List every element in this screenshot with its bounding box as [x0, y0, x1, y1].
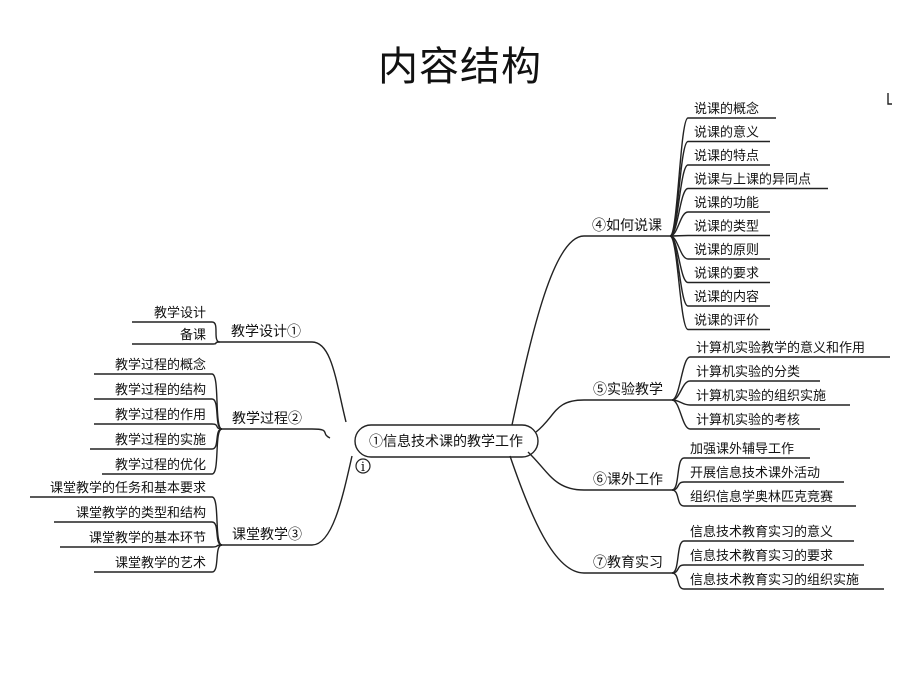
process-item-label: 教学过程的结构 [115, 382, 206, 398]
branch-design-connector [311, 341, 347, 423]
design-item-connector [211, 341, 221, 345]
shuoke-item-label: 说课的概念 [694, 101, 759, 117]
process-item-label: 教学过程的概念 [115, 357, 206, 373]
shuoke-item-label: 说课的内容 [694, 289, 759, 305]
internship-item-label: 信息技术教育实习的要求 [690, 548, 833, 564]
process-item-label: 教学过程的实施 [115, 432, 206, 448]
shuoke-item-label: 说课的功能 [694, 195, 759, 211]
extracurricular-item-label: 加强课外辅导工作 [690, 442, 794, 457]
branch-classroom-label: 课堂教学③ [232, 527, 302, 543]
branch-experiment-label: ⑤实验教学 [593, 382, 663, 398]
info-icon: i [355, 458, 371, 475]
experiment-item-connector [671, 356, 691, 401]
design-item-connector [211, 321, 221, 343]
branch-shuoke-connector [511, 235, 585, 426]
shuoke-item-connector [669, 117, 689, 237]
experiment-item-label: 计算机实验的组织实施 [696, 388, 826, 404]
process-item-connector [211, 423, 223, 430]
classroom-item-label: 课堂教学的基本环节 [89, 530, 206, 546]
experiment-item-label: 计算机实验教学的意义和作用 [696, 340, 865, 356]
shuoke-item-label: 说课与上课的异同点 [694, 172, 811, 188]
branch-classroom-connector [311, 455, 353, 546]
extracurricular-item-connector [671, 489, 685, 507]
design-item-label: 备课 [180, 327, 206, 343]
experiment-item-label: 计算机实验的分类 [696, 364, 800, 380]
branch-internship-label: ⑦教育实习 [593, 555, 663, 571]
corner-mark [887, 93, 892, 105]
shuoke-item-label: 说课的要求 [694, 266, 759, 282]
center-node: ①信息技术课的教学工作 [354, 424, 539, 458]
extracurricular-item-label: 组织信息学奥林匹克竞赛 [690, 489, 833, 505]
internship-item-connector [671, 572, 685, 590]
classroom-item-connector [211, 544, 223, 573]
shuoke-item-label: 说课的原则 [694, 242, 759, 258]
branch-design-label: 教学设计① [231, 324, 301, 340]
classroom-item-label: 课堂教学的任务和基本要求 [50, 480, 206, 496]
internship-item-label: 信息技术教育实习的意义 [690, 524, 833, 540]
design-item-label: 教学设计 [154, 305, 206, 321]
branch-internship-connector [509, 455, 585, 574]
process-item-label: 教学过程的作用 [115, 407, 206, 423]
process-item-connector [211, 398, 223, 430]
internship-item-label: 信息技术教育实习的组织实施 [690, 572, 859, 588]
shuoke-item-label: 说课的评价 [694, 313, 759, 329]
center-node-label: ①信息技术课的教学工作 [369, 433, 523, 450]
extracurricular-item-label: 开展信息技术课外活动 [690, 465, 820, 481]
branch-experiment-connector [535, 399, 585, 433]
branch-process-connector [311, 428, 331, 439]
classroom-item-label: 课堂教学的艺术 [115, 555, 206, 571]
process-item-label: 教学过程的优化 [115, 457, 206, 473]
branch-shuoke-label: ④如何说课 [592, 218, 662, 234]
shuoke-item-label: 说课的类型 [694, 219, 759, 235]
shuoke-item-label: 说课的意义 [694, 125, 759, 141]
experiment-item-label: 计算机实验的考核 [696, 412, 800, 428]
shuoke-item-connector [669, 235, 689, 331]
shuoke-item-connector [669, 140, 689, 237]
branch-extracurricular-connector [527, 451, 585, 491]
classroom-item-connector [211, 521, 223, 546]
classroom-item-label: 课堂教学的类型和结构 [76, 505, 206, 521]
connectors [30, 117, 890, 590]
process-item-connector [211, 428, 223, 475]
shuoke-item-connector [669, 234, 689, 237]
slide-title: 内容结构 [378, 44, 542, 90]
branch-extracurricular-label: ⑥课外工作 [593, 472, 663, 488]
info-icon-glyph: i [361, 460, 365, 475]
branch-process-label: 教学过程② [232, 411, 302, 427]
experiment-item-connector [671, 399, 691, 430]
shuoke-item-label: 说课的特点 [694, 148, 759, 164]
